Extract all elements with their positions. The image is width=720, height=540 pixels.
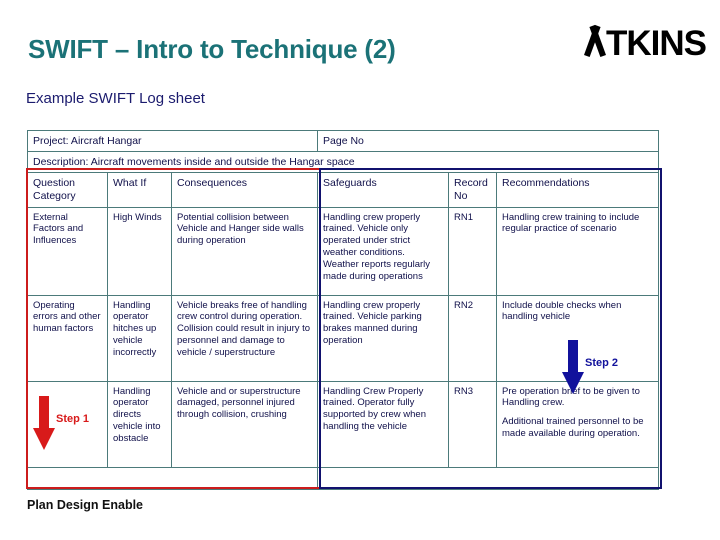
table-tail-row [26, 466, 660, 490]
cell-question-category: External Factors and Influences [27, 206, 108, 296]
cell-record-no: RN2 [448, 294, 498, 382]
column-header-recommendations: Recommendations [496, 172, 660, 208]
table-row: Operating errors and other human factors… [27, 294, 660, 382]
recommendation-text: Handling crew training to include regula… [502, 211, 640, 235]
subtitle: Example SWIFT Log sheet [26, 90, 205, 107]
page-title: SWIFT – Intro to Technique (2) [28, 34, 396, 64]
column-header-consequences: Consequences [170, 172, 319, 208]
description-cell: Description: Aircraft movements inside a… [26, 151, 660, 174]
cell-record-no: RN1 [448, 206, 498, 296]
cell-question-category: Operating errors and other human factors [27, 294, 108, 382]
column-header-what-if: What If [107, 172, 172, 208]
cell-consequences: Vehicle and or superstructure damaged, p… [170, 380, 319, 468]
down-arrow-icon [33, 396, 55, 450]
cell-safeguards: Handling crew properly trained. Vehicle … [317, 206, 450, 296]
tail-cell-right [317, 466, 660, 490]
cell-what-if: High Winds [107, 206, 172, 296]
cell-safeguards: Handling crew properly trained. Vehicle … [317, 294, 450, 382]
cell-consequences: Vehicle breaks free of handling crew con… [170, 294, 319, 382]
down-arrow-icon [562, 340, 584, 394]
table-row: Handling operator directs vehicle into o… [27, 380, 660, 468]
cell-safeguards: Handling Crew Properly trained. Operator… [317, 380, 450, 468]
page-no-cell: Page No [317, 129, 660, 153]
paragraph-spacer [502, 409, 653, 416]
cell-recommendations: Handling crew training to include regula… [496, 206, 660, 296]
table-meta-row-project: Project: Aircraft Hangar Page No [26, 129, 660, 153]
footer-tagline: Plan Design Enable [27, 498, 144, 512]
column-header-record-no: Record No [448, 172, 498, 208]
logo-text: TKINS [606, 24, 707, 63]
column-header-question-category: Question Category [27, 172, 108, 208]
cell-consequences: Potential collision between Vehicle and … [170, 206, 319, 296]
recommendation-text: Include double checks when handling vehi… [502, 299, 622, 323]
table-header-row: Question Category What If Consequences S… [27, 172, 660, 208]
table-row: External Factors and Influences High Win… [27, 206, 660, 296]
column-header-safeguards: Safeguards [317, 172, 450, 208]
step-1-label: Step 1 [56, 413, 90, 425]
atkins-logo: TKINS [583, 24, 707, 63]
cell-what-if: Handling operator hitches up vehicle inc… [107, 294, 172, 382]
swift-log-table: Project: Aircraft Hangar Page No Descrip… [26, 129, 660, 490]
project-cell: Project: Aircraft Hangar [26, 129, 319, 153]
table-meta-row-description: Description: Aircraft movements inside a… [26, 151, 660, 174]
step-2-annotation: Step 2 [562, 340, 618, 394]
cell-what-if: Handling operator directs vehicle into o… [107, 380, 172, 468]
step-1-annotation: Step 1 [33, 396, 89, 450]
logo-lambda-a-icon [583, 24, 607, 55]
recommendation-text-extra: Additional trained personnel to be made … [502, 416, 644, 440]
tail-cell-left [26, 466, 319, 490]
step-2-label: Step 2 [585, 357, 619, 369]
cell-record-no: RN3 [448, 380, 498, 468]
